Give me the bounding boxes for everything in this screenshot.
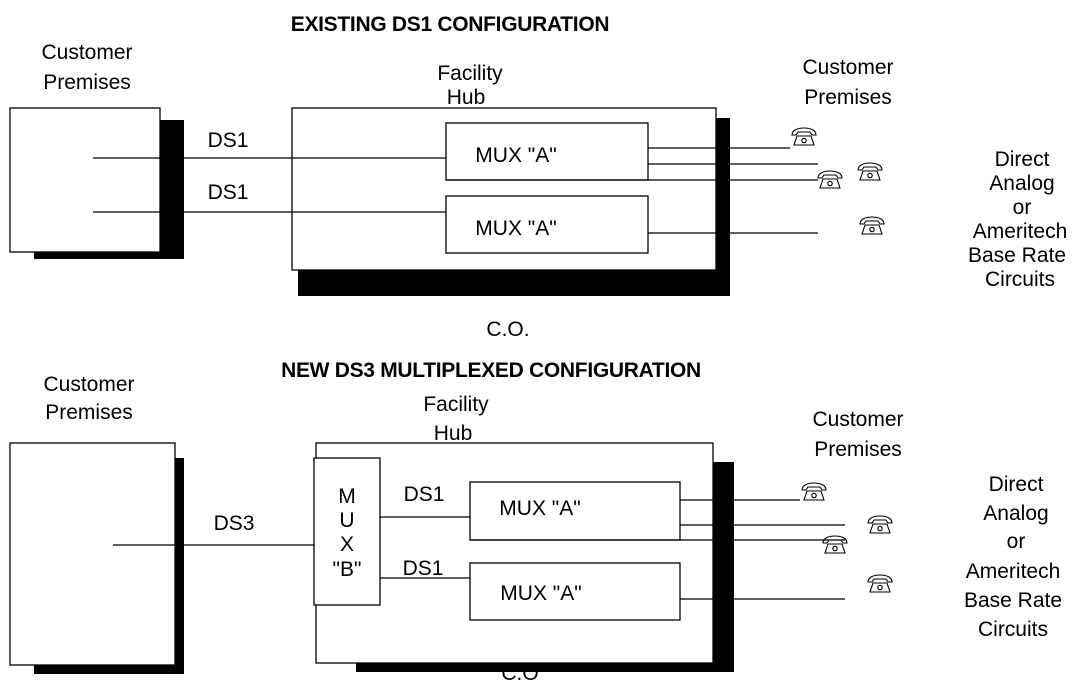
existing-customer-left-line2: Premises [43, 71, 131, 94]
new-customer-right-line2: Premises [814, 438, 902, 461]
new-facility-hub-line2: Hub [434, 422, 473, 445]
new-ds1-label-top: DS1 [404, 483, 445, 506]
new-note-line5: Base Rate [964, 589, 1062, 612]
new-mux-b-line1: M [338, 485, 356, 508]
new-mux-a-bottom-label: MUX "A" [500, 582, 581, 605]
new-note-line3: or [1007, 530, 1026, 553]
telephone-icon [867, 515, 893, 534]
new-mux-b-line3: X [340, 533, 354, 556]
new-mux-b-line2: U [339, 509, 354, 532]
new-ds1-label-bottom: DS1 [403, 557, 444, 580]
new-customer-left-line1: Customer [43, 373, 134, 396]
new-mux-a-bottom [469, 562, 681, 621]
existing-customer-right-line2: Premises [804, 86, 892, 109]
telephone-icon [867, 574, 893, 593]
existing-customer-right-line1: Customer [802, 56, 893, 79]
new-note-line4: Ameritech [966, 560, 1061, 583]
new-customer-box [9, 442, 176, 666]
telephone-icon [801, 482, 827, 501]
existing-mux-a-bottom-label: MUX "A" [475, 217, 556, 240]
new-mux-b-line4: "B" [333, 558, 362, 581]
existing-note-line1: Direct [995, 148, 1050, 171]
existing-note-line4: Ameritech [973, 220, 1068, 243]
existing-ds1-label-bottom: DS1 [208, 181, 249, 204]
existing-mux-a-top-label: MUX "A" [475, 144, 556, 167]
existing-note-line5: Base Rate [968, 244, 1066, 267]
new-ds3-label: DS3 [214, 512, 255, 535]
new-co-label: C.O [501, 662, 538, 684]
new-mux-a-top-label: MUX "A" [499, 497, 580, 520]
existing-customer-left-line1: Customer [41, 41, 132, 64]
telephone-icon [791, 127, 817, 146]
telephone-icon [857, 162, 883, 181]
telephone-icon [817, 170, 843, 189]
new-customer-right-line1: Customer [812, 408, 903, 431]
new-note-line2: Analog [983, 502, 1048, 525]
new-mux-b [313, 457, 381, 606]
new-co-box [315, 442, 714, 664]
new-note-line1: Direct [989, 473, 1044, 496]
existing-note-line3: or [1013, 196, 1032, 219]
existing-co-label: C.O. [486, 318, 529, 341]
existing-facility-hub-line1: Facility [437, 62, 503, 85]
telephone-icon [859, 216, 885, 235]
existing-ds1-label-top: DS1 [208, 129, 249, 152]
new-note-line6: Circuits [978, 618, 1048, 641]
new-facility-hub-line1: Facility [423, 393, 489, 416]
new-title: NEW DS3 MULTIPLEXED CONFIGURATION [281, 359, 701, 382]
existing-title: EXISTING DS1 CONFIGURATION [291, 13, 610, 36]
existing-customer-box [9, 107, 161, 253]
existing-note-line2: Analog [989, 172, 1054, 195]
existing-mux-a-bottom [445, 195, 649, 254]
existing-mux-a-top [445, 122, 649, 181]
existing-note-line6: Circuits [985, 268, 1055, 291]
existing-facility-hub-line2: Hub [447, 86, 486, 109]
telephone-icon [822, 535, 848, 554]
new-customer-left-line2: Premises [45, 401, 133, 424]
